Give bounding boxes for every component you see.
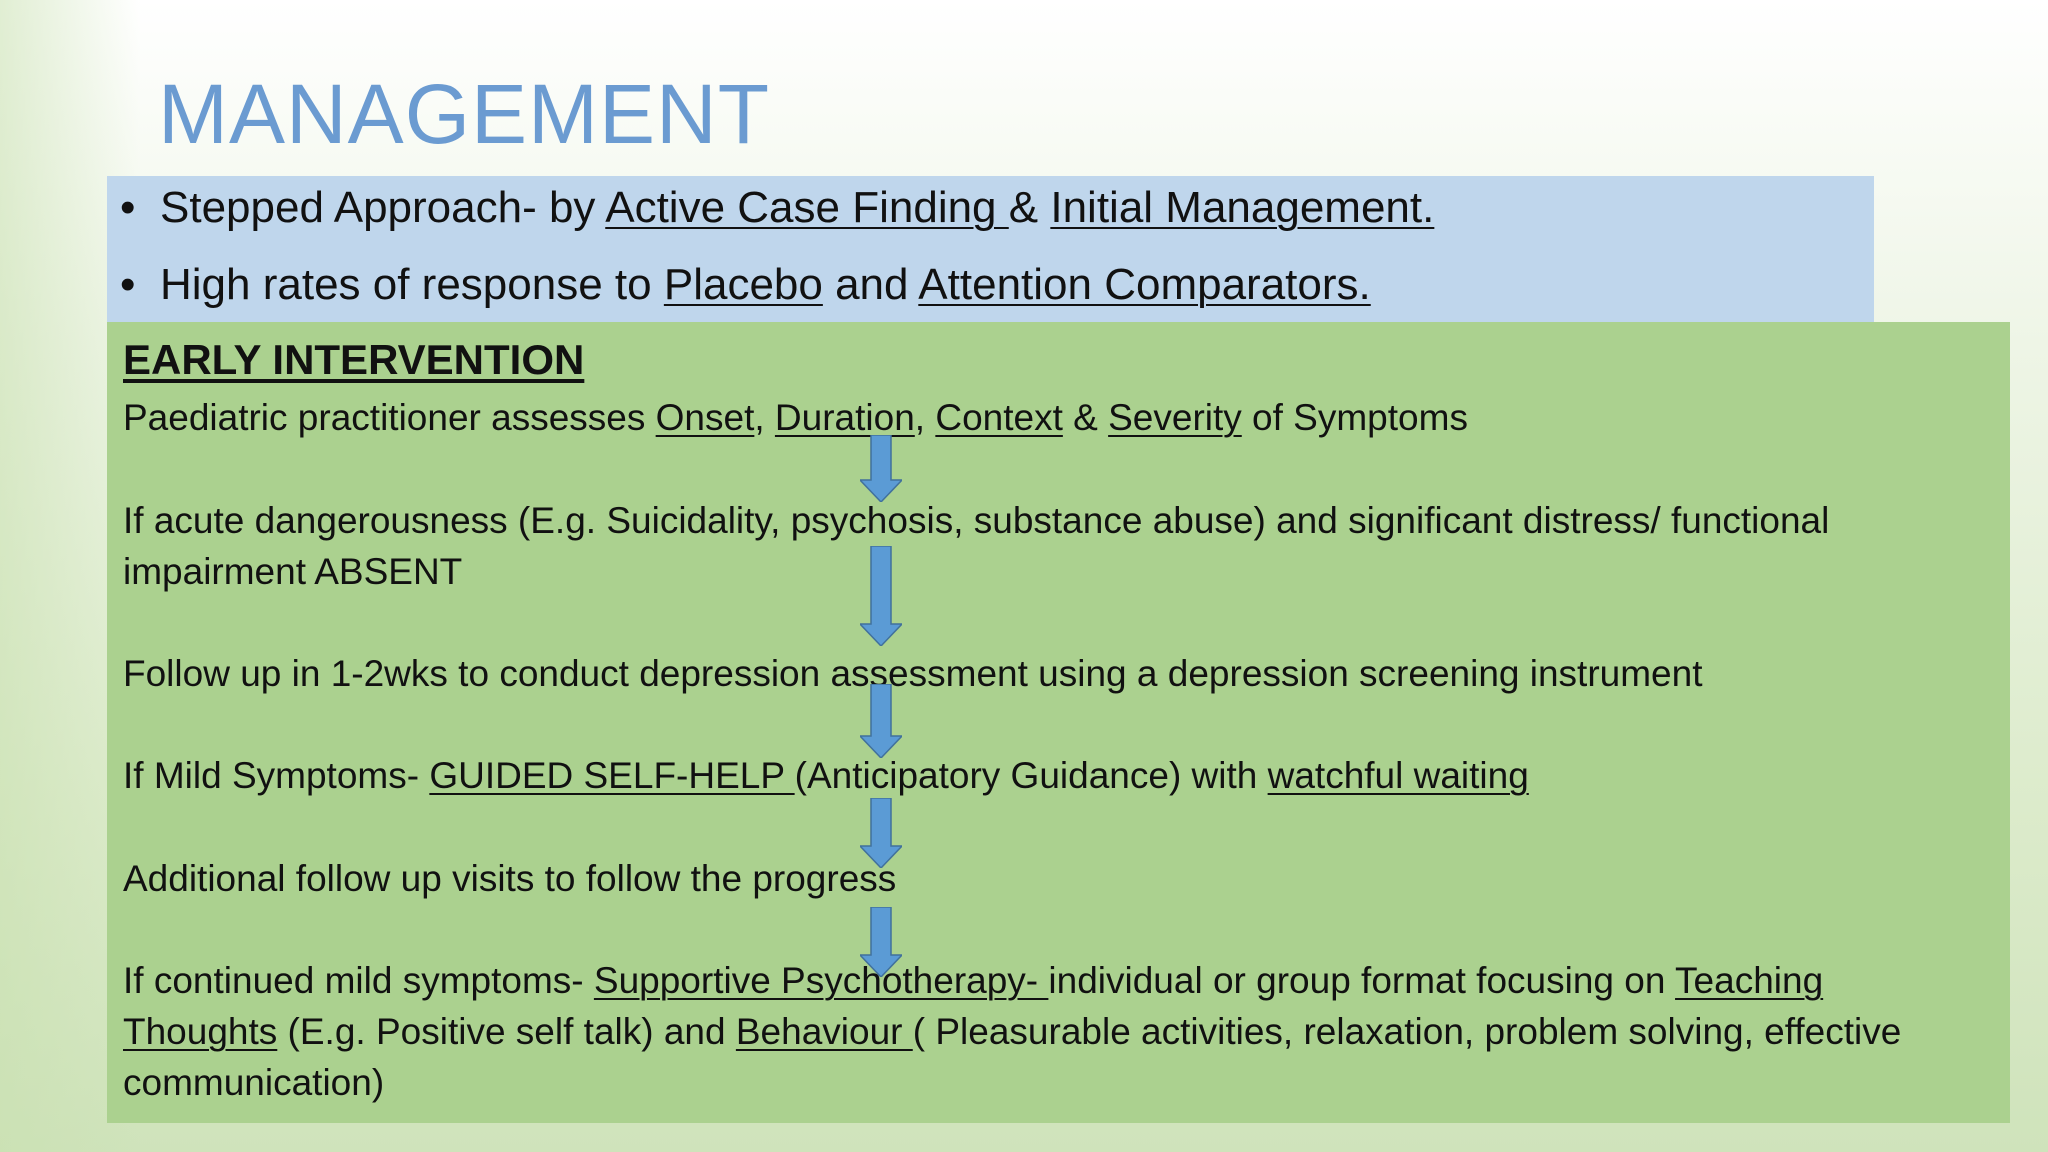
text: High rates of response to — [160, 260, 664, 309]
text: & — [1008, 183, 1051, 232]
step-danger-check-line2: impairment ABSENT — [123, 551, 463, 592]
term-thoughts: Thoughts — [123, 1011, 278, 1052]
step-follow-up: Follow up in 1-2wks to conduct depressio… — [123, 653, 1703, 694]
term-initial-management: Initial Management. — [1050, 183, 1435, 232]
term-context: Context — [935, 397, 1063, 438]
step-additional-visits: Additional follow up visits to follow th… — [123, 858, 897, 899]
bullet-placebo-response: • High rates of response to Placebo and A… — [120, 260, 1371, 310]
term-active-case-finding: Active Case Finding — [605, 183, 1009, 232]
term-supportive-psychotherapy: Supportive Psychotherapy- — [593, 960, 1049, 1001]
early-intervention-heading: EARLY INTERVENTION — [123, 336, 585, 383]
summary-box — [107, 176, 1874, 326]
slide-title: MANAGEMENT — [158, 67, 771, 161]
down-arrow-icon — [860, 907, 902, 977]
term-placebo: Placebo — [663, 260, 823, 309]
text: , — [754, 397, 775, 438]
bullet-dot: • — [120, 260, 136, 309]
text: , — [914, 397, 936, 438]
step-guided-self-help: If Mild Symptoms- GUIDED SELF-HELP (Anti… — [123, 750, 1529, 801]
term-behaviour: Behaviour — [735, 1011, 913, 1052]
down-arrow-icon — [860, 798, 902, 868]
step-psychotherapy-line2: Thoughts (E.g. Positive self talk) and B… — [123, 1006, 1901, 1057]
text: of Symptoms — [1241, 397, 1468, 438]
text: individual or group format focusing on — [1048, 960, 1676, 1001]
step-danger-check-line1: If acute dangerousness (E.g. Suicidality… — [123, 500, 1830, 541]
term-watchful-waiting: watchful waiting — [1267, 755, 1529, 796]
bullet-dot: • — [120, 183, 136, 232]
down-arrow-icon — [860, 546, 902, 646]
term-severity: Severity — [1108, 397, 1242, 438]
step-psychotherapy-line3: communication) — [123, 1062, 385, 1103]
term-teaching: Teaching — [1675, 960, 1824, 1001]
text: Paediatric practitioner assesses — [123, 397, 656, 438]
term-duration: Duration — [774, 397, 915, 438]
down-arrow-icon — [860, 684, 902, 758]
text: If continued mild symptoms- — [123, 960, 594, 1001]
term-onset: Onset — [655, 397, 755, 438]
text: ( Pleasurable activities, relaxation, pr… — [912, 1011, 1902, 1052]
down-arrow-icon — [860, 435, 902, 502]
step-assessment: Paediatric practitioner assesses Onset, … — [123, 392, 1468, 443]
term-guided-self-help: GUIDED SELF-HELP — [429, 755, 795, 796]
text: Stepped Approach- by — [160, 183, 606, 232]
text: (Anticipatory Guidance) with — [794, 755, 1268, 796]
term-attention-comparators: Attention Comparators. — [918, 260, 1371, 309]
bullet-stepped-approach: • Stepped Approach- by Active Case Findin… — [120, 183, 1434, 233]
early-intervention-box — [107, 322, 2010, 1123]
step-psychotherapy-line1: If continued mild symptoms- Supportive P… — [123, 955, 1823, 1006]
text: & — [1062, 397, 1109, 438]
text: (E.g. Positive self talk) and — [277, 1011, 736, 1052]
text: and — [822, 260, 919, 309]
text: If Mild Symptoms- — [123, 755, 430, 796]
